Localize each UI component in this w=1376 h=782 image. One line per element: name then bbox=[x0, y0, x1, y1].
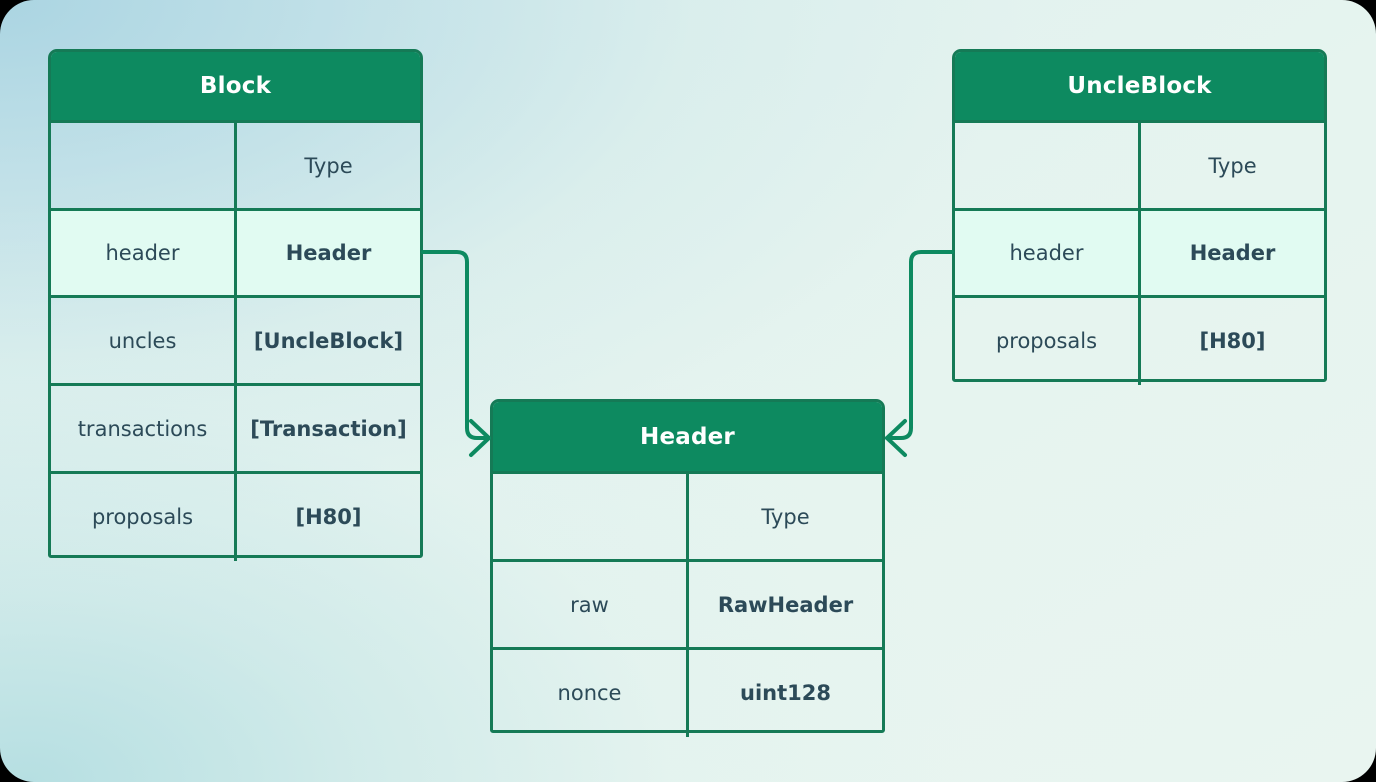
table-header-row: Type bbox=[493, 471, 882, 561]
column-header-name bbox=[493, 471, 689, 561]
entity-uncleblock-title: UncleBlock bbox=[955, 52, 1324, 120]
field-name: uncles bbox=[51, 295, 237, 385]
column-header-type: Type bbox=[687, 471, 882, 561]
arrowhead-uncleblock-to-header bbox=[885, 419, 907, 457]
table-row[interactable]: proposals [H80] bbox=[955, 295, 1324, 385]
field-name: nonce bbox=[493, 647, 689, 737]
field-name: raw bbox=[493, 559, 689, 649]
field-name: proposals bbox=[955, 295, 1141, 385]
field-type: [UncleBlock] bbox=[235, 295, 420, 385]
table-header-row: Type bbox=[51, 120, 420, 210]
field-name: transactions bbox=[51, 383, 237, 473]
entity-uncleblock[interactable]: UncleBlock Type header Header proposals … bbox=[952, 49, 1327, 385]
field-type: RawHeader bbox=[687, 559, 882, 649]
column-header-type: Type bbox=[235, 120, 420, 210]
table-row[interactable]: header Header bbox=[51, 208, 420, 297]
field-type: [H80] bbox=[235, 471, 420, 561]
entity-header[interactable]: Header Type raw RawHeader nonce uint128 bbox=[490, 399, 885, 737]
field-type: uint128 bbox=[687, 647, 882, 737]
column-header-name bbox=[955, 120, 1141, 210]
field-type: Header bbox=[1139, 208, 1324, 297]
entity-header-title: Header bbox=[493, 402, 882, 471]
field-name: header bbox=[955, 208, 1141, 297]
entity-uncleblock-grid: Type header Header proposals [H80] bbox=[955, 120, 1324, 385]
column-header-type: Type bbox=[1139, 120, 1324, 210]
entity-block-grid: Type header Header uncles [UncleBlock] t… bbox=[51, 120, 420, 561]
table-row[interactable]: nonce uint128 bbox=[493, 647, 882, 737]
table-header-row: Type bbox=[955, 120, 1324, 210]
table-row[interactable]: header Header bbox=[955, 208, 1324, 297]
table-row[interactable]: transactions [Transaction] bbox=[51, 383, 420, 473]
field-name: header bbox=[51, 208, 237, 297]
connector-block-to-header bbox=[421, 250, 491, 440]
field-type: [Transaction] bbox=[235, 383, 420, 473]
entity-header-grid: Type raw RawHeader nonce uint128 bbox=[493, 471, 882, 737]
table-row[interactable]: uncles [UncleBlock] bbox=[51, 295, 420, 385]
field-name: proposals bbox=[51, 471, 237, 561]
entity-block[interactable]: Block Type header Header uncles [UncleBl… bbox=[48, 49, 423, 561]
field-type: Header bbox=[235, 208, 420, 297]
table-row[interactable]: raw RawHeader bbox=[493, 559, 882, 649]
entity-block-title: Block bbox=[51, 52, 420, 120]
arrowhead-block-to-header bbox=[469, 419, 491, 457]
column-header-name bbox=[51, 120, 237, 210]
connector-uncleblock-to-header bbox=[885, 250, 954, 440]
table-row[interactable]: proposals [H80] bbox=[51, 471, 420, 561]
field-type: [H80] bbox=[1139, 295, 1324, 385]
